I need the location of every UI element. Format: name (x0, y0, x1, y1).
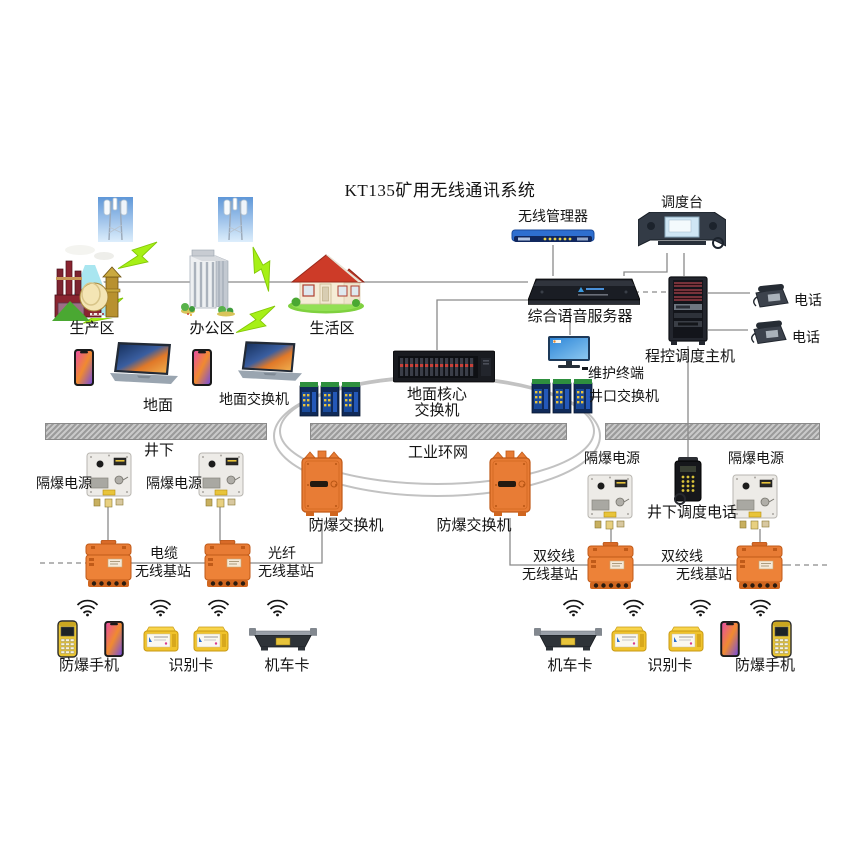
living-area-icon (286, 250, 366, 314)
id-card-icon (143, 623, 179, 654)
maintenance-terminal-icon (546, 335, 592, 371)
flameproof-power-icon (732, 474, 778, 530)
telephone-label: 电话 (794, 294, 822, 309)
explosionproof-switch-label: 防爆交换机 (436, 518, 512, 534)
mine-dispatch-phone-label: 井下调度电话 (646, 505, 737, 521)
core-switch-label-line1: 地面核心 (406, 387, 467, 403)
flameproof-power-icon (587, 474, 633, 530)
wifi-signal-icon (147, 597, 174, 617)
wifi-signal-icon (74, 597, 101, 617)
ground-bar-left (45, 423, 267, 440)
telephone-label: 电话 (792, 331, 820, 346)
living-area-label: 生活区 (309, 321, 355, 337)
core-switch-label: 地面核心 交换机 (399, 387, 475, 419)
locomotive-card-icon (249, 627, 317, 653)
flameproof-power-icon (198, 452, 244, 508)
explosionproof-handset-label: 防爆手机 (58, 658, 119, 674)
id-card-label: 识别卡 (647, 658, 693, 674)
base-station-label: 无线基站 (522, 568, 578, 583)
locomotive-card-label: 机车卡 (547, 658, 593, 674)
id-card-icon (193, 623, 229, 654)
surface-switch-label: 地面交换机 (219, 393, 289, 408)
explosionproof-handset-label: 防爆手机 (734, 658, 795, 674)
production-area-icon (50, 241, 128, 323)
smartphone-icon (719, 620, 741, 658)
wifi-signal-icon (687, 597, 714, 617)
wifi-signal-icon (205, 597, 232, 617)
twisted-pair-label: 双绞线 (661, 550, 703, 565)
flameproof-power-label: 隔爆电源 (728, 452, 784, 467)
explosionproof-switch-icon (488, 450, 532, 518)
diagram-title: KT135矿用无线通讯系统 (344, 181, 536, 200)
antenna-tower-icon (218, 197, 253, 242)
production-area-label: 生产区 (69, 321, 115, 337)
smartphone-icon (191, 348, 213, 387)
laptop-icon (110, 341, 178, 385)
fiber-label: 光纤 (268, 547, 296, 562)
id-card-label: 识别卡 (168, 658, 214, 674)
telephone-icon (746, 319, 788, 346)
dispatch-host-rack-icon (668, 276, 708, 346)
base-station-label: 无线基站 (676, 568, 732, 583)
wifi-signal-icon (747, 597, 774, 617)
id-card-icon (668, 623, 704, 654)
cable-label: 电缆 (150, 547, 178, 562)
feature-phone-icon (771, 620, 792, 658)
ground-bar-middle (310, 423, 567, 440)
office-area-icon (180, 248, 235, 318)
wellhead-switch-icon (531, 377, 593, 415)
maintenance-terminal-label: 维护终端 (588, 367, 644, 382)
industrial-ring-label: 工业环网 (407, 445, 468, 461)
wireless-manager-icon (511, 228, 595, 246)
surface-switch-icon (299, 380, 361, 418)
locomotive-card-icon (534, 627, 602, 653)
dispatch-host-label: 程控调度主机 (644, 349, 735, 365)
wifi-signal-icon (620, 597, 647, 617)
voice-server-label: 综合语音服务器 (527, 309, 633, 325)
wifi-signal-icon (560, 597, 587, 617)
flameproof-power-label: 隔爆电源 (36, 477, 92, 492)
mine-dispatch-phone-icon (672, 457, 704, 505)
wifi-signal-icon (264, 597, 291, 617)
core-switch-icon (393, 350, 495, 383)
explosionproof-switch-label: 防爆交换机 (308, 518, 384, 534)
base-station-icon (85, 540, 132, 588)
underground-zone-label: 井下 (143, 443, 174, 459)
wireless-manager-label: 无线管理器 (518, 210, 588, 225)
base-station-icon (736, 542, 783, 590)
voice-server-icon (528, 276, 640, 309)
dispatch-console-label: 调度台 (661, 196, 703, 211)
base-station-icon (204, 540, 251, 588)
ground-label: 地面 (142, 398, 173, 414)
locomotive-card-label: 机车卡 (264, 658, 310, 674)
office-area-label: 办公区 (189, 321, 235, 337)
feature-phone-icon (57, 620, 78, 658)
flameproof-power-icon (86, 452, 132, 508)
base-station-label: 无线基站 (258, 565, 314, 580)
dispatch-console-icon (638, 212, 726, 253)
id-card-icon (611, 623, 647, 654)
base-station-icon (587, 542, 634, 590)
antenna-tower-icon (98, 197, 133, 242)
smartphone-icon (103, 620, 125, 658)
flameproof-power-label: 隔爆电源 (146, 477, 202, 492)
ground-bar-right (605, 423, 820, 440)
smartphone-icon (73, 348, 95, 387)
explosionproof-switch-icon (300, 450, 344, 518)
laptop-icon (238, 339, 302, 383)
wellhead-switch-label: 井口交换机 (589, 390, 659, 405)
twisted-pair-label: 双绞线 (533, 550, 575, 565)
base-station-label: 无线基站 (135, 565, 191, 580)
telephone-icon (748, 283, 790, 309)
flameproof-power-label: 隔爆电源 (584, 452, 640, 467)
core-switch-label-line2: 交换机 (414, 403, 460, 419)
